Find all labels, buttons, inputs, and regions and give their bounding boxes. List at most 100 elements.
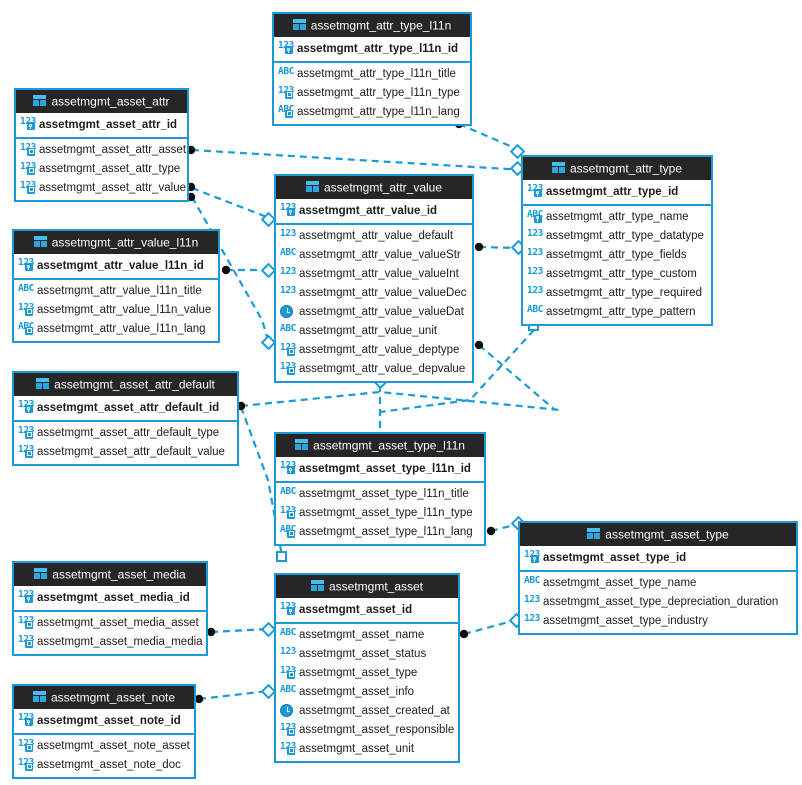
text-icon: ABC <box>278 65 294 77</box>
column-label: assetmgmt_asset_attr_asset <box>39 144 187 156</box>
entity-table-assetmgmt_asset_type_l11n[interactable]: assetmgmt_asset_type_l11n 123assetmgmt_as… <box>274 432 486 546</box>
column-row[interactable]: assetmgmt_attr_value_valueDat <box>276 303 472 322</box>
entity-table-header[interactable]: assetmgmt_attr_value_l11n <box>14 231 218 254</box>
entity-table-header[interactable]: assetmgmt_asset_type <box>520 523 796 546</box>
entity-table-assetmgmt_attr_value_l11n[interactable]: assetmgmt_attr_value_l11n123assetmgmt_at… <box>12 229 220 343</box>
clock-icon <box>280 703 295 718</box>
entity-table-header[interactable]: assetmgmt_asset_note <box>14 686 194 709</box>
number-icon: 123 <box>524 593 540 605</box>
entity-table-header[interactable]: assetmgmt_asset_attr <box>16 90 187 113</box>
text-index-icon: ABC <box>278 104 294 119</box>
entity-table-header[interactable]: assetmgmt_asset <box>276 575 458 598</box>
entity-table-assetmgmt_asset_note[interactable]: assetmgmt_asset_note123assetmgmt_asset_n… <box>12 684 196 779</box>
entity-table-assetmgmt_asset_media[interactable]: assetmgmt_asset_media 123assetmgmt_asset_… <box>12 561 208 656</box>
entity-table-header[interactable]: assetmgmt_asset_attr_default <box>14 373 237 396</box>
entity-table-assetmgmt_asset_attr_default[interactable]: assetmgmt_asset_attr_default123assetmgmt… <box>12 371 239 466</box>
table-icon <box>587 528 601 539</box>
column-label: assetmgmt_attr_value_unit <box>299 325 438 337</box>
number-key-icon: 123 <box>18 712 34 727</box>
entity-table-assetmgmt_attr_type_l11n[interactable]: assetmgmt_attr_type_l11n123assetmgmt_att… <box>272 12 472 126</box>
entity-table-name: assetmgmt_attr_value <box>323 180 443 195</box>
rel-asset-asset-type <box>463 618 517 636</box>
table-icon <box>310 580 324 591</box>
entity-table-assetmgmt_asset_attr[interactable]: assetmgmt_asset_attr123assetmgmt_asset_a… <box>14 88 189 202</box>
entity-table-assetmgmt_asset_type[interactable]: assetmgmt_asset_type123assetmgmt_asset_t… <box>518 521 798 635</box>
entity-table-header[interactable]: assetmgmt_asset_type_l11n <box>276 434 484 457</box>
entity-table-header[interactable]: assetmgmt_attr_type <box>523 157 711 180</box>
number-index-icon: 123 <box>18 757 34 772</box>
column-label: assetmgmt_attr_type_fields <box>546 249 687 261</box>
text-key-icon: ABC <box>527 209 543 224</box>
columns-section: ABCassetmgmt_asset_type_l11n_title123ass… <box>276 483 484 544</box>
entity-table-header[interactable]: assetmgmt_attr_type_l11n <box>274 14 470 37</box>
table-icon <box>34 568 48 579</box>
columns-section: ABCassetmgmt_attr_type_name123assetmgmt_… <box>523 206 711 324</box>
entity-table-name: assetmgmt_asset_type_l11n <box>313 438 465 453</box>
entity-table-header[interactable]: assetmgmt_attr_value <box>276 176 472 199</box>
table-icon <box>32 691 46 702</box>
number-key-icon: 123 <box>18 399 34 414</box>
entity-table-assetmgmt_attr_type[interactable]: assetmgmt_attr_type123assetmgmt_attr_typ… <box>521 155 713 326</box>
entity-table-header[interactable]: assetmgmt_asset_media <box>14 563 206 586</box>
column-label: assetmgmt_asset_attr_default_type <box>37 427 220 439</box>
entity-table-assetmgmt_attr_value[interactable]: assetmgmt_attr_value 123assetmgmt_attr_va… <box>274 174 474 383</box>
column-row[interactable]: assetmgmt_asset_created_at <box>276 702 458 721</box>
entity-table-assetmgmt_asset[interactable]: assetmgmt_asset123assetmgmt_asset_idABCa… <box>274 573 460 763</box>
rel-asset-type-l11n-asset-type <box>490 522 519 533</box>
entity-table-name: assetmgmt_asset_media <box>52 567 186 582</box>
